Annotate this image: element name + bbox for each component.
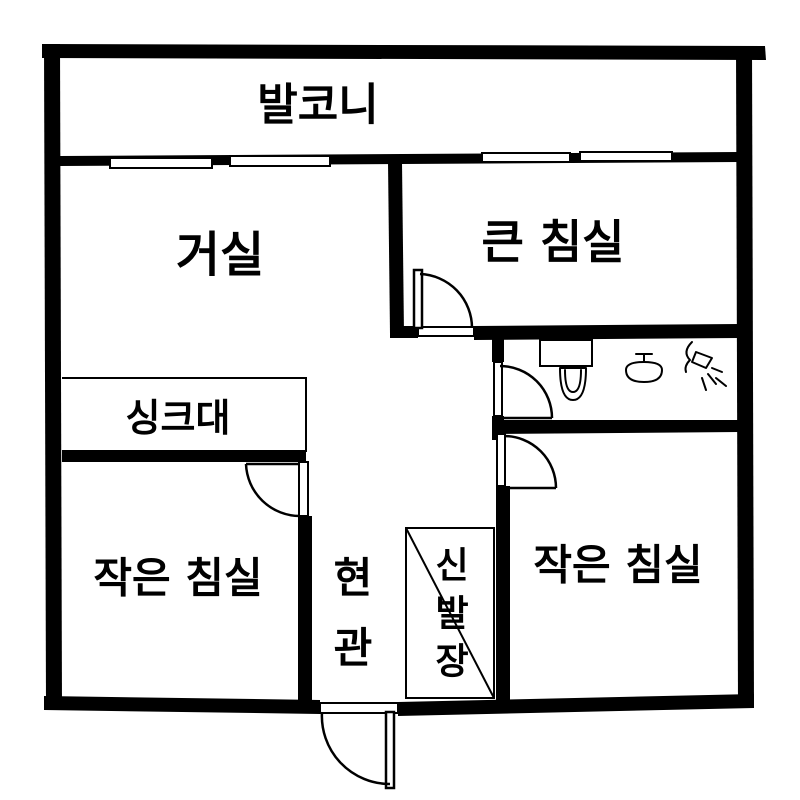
- shower-icon: [684, 341, 727, 391]
- door-leaf: [384, 710, 396, 790]
- outer-wall-left: [44, 44, 62, 708]
- sink-counter-outline: [62, 377, 307, 452]
- master-bedroom-walls: [388, 162, 740, 340]
- door-frame: [298, 461, 309, 517]
- window: [229, 155, 331, 167]
- master-bedroom-label: 큰 침실: [482, 215, 625, 269]
- master-bedroom-bottom-wall-right: [474, 324, 740, 340]
- toilet-icon: [559, 367, 587, 401]
- entrance-label-1: 현: [334, 554, 373, 603]
- shoe-cabinet-diagonal: [405, 527, 495, 699]
- outer-wall-bottom-left: [44, 696, 320, 714]
- entrance-label-2: 관: [334, 624, 373, 673]
- left-bedroom-right-wall: [298, 516, 312, 704]
- bathroom-bottom-wall: [492, 420, 740, 434]
- right-bedroom-door[interactable]: [503, 434, 558, 490]
- door-swing-arc: [419, 272, 474, 329]
- small-bedroom-left-label: 작은 침실: [93, 554, 262, 603]
- outer-walls: [42, 44, 766, 716]
- bathroom-fixtures: [539, 339, 727, 401]
- bathroom-counter: [539, 339, 593, 367]
- left-bedroom-walls: [62, 450, 312, 704]
- living-room-label: 거실: [176, 227, 264, 283]
- left-bedroom-top-wall: [62, 450, 306, 462]
- master-bedroom-left-wall: [388, 162, 404, 334]
- door-leaf: [412, 268, 424, 330]
- right-bedroom-left-wall: [496, 486, 510, 704]
- washbasin-icon: [625, 353, 663, 383]
- window: [109, 157, 213, 169]
- balcony-label: 발코니: [257, 80, 378, 131]
- outer-wall-bottom-right: [398, 694, 754, 716]
- bathroom-left-wall-top: [492, 338, 504, 362]
- door-frame: [319, 702, 399, 714]
- small-bedroom-right-label: 작은 침실: [533, 541, 702, 590]
- door-swing-arc: [244, 463, 301, 518]
- right-bedroom-walls: [496, 433, 510, 704]
- door-swing-arc: [320, 711, 391, 786]
- master-bedroom-door[interactable]: [412, 268, 474, 330]
- bathroom-walls: [492, 338, 740, 440]
- shoe-cabinet-outline: [405, 527, 495, 699]
- shoe-cabinet-label-2: 발: [435, 594, 468, 635]
- door-frame: [493, 361, 503, 417]
- door-swing-arc: [499, 364, 554, 419]
- door-frame: [496, 433, 506, 487]
- outer-wall-right: [736, 46, 754, 706]
- outer-wall-top: [42, 44, 766, 60]
- balcony-wall: [60, 151, 740, 169]
- left-bedroom-door[interactable]: [244, 462, 301, 518]
- master-bedroom-bottom-wall: [390, 326, 418, 338]
- shoe-cabinet-label-3: 장: [435, 642, 468, 683]
- window: [481, 152, 571, 163]
- shoe-cabinet: [405, 527, 495, 699]
- bathroom-door[interactable]: [499, 364, 554, 420]
- door-swing-arc: [503, 434, 558, 489]
- shoe-cabinet-label-1: 신: [435, 546, 468, 587]
- door-frame: [417, 326, 475, 337]
- sink-label: 싱크대: [126, 396, 231, 440]
- window: [579, 151, 673, 162]
- sink-counter: [62, 377, 307, 452]
- entrance-door[interactable]: [319, 702, 399, 790]
